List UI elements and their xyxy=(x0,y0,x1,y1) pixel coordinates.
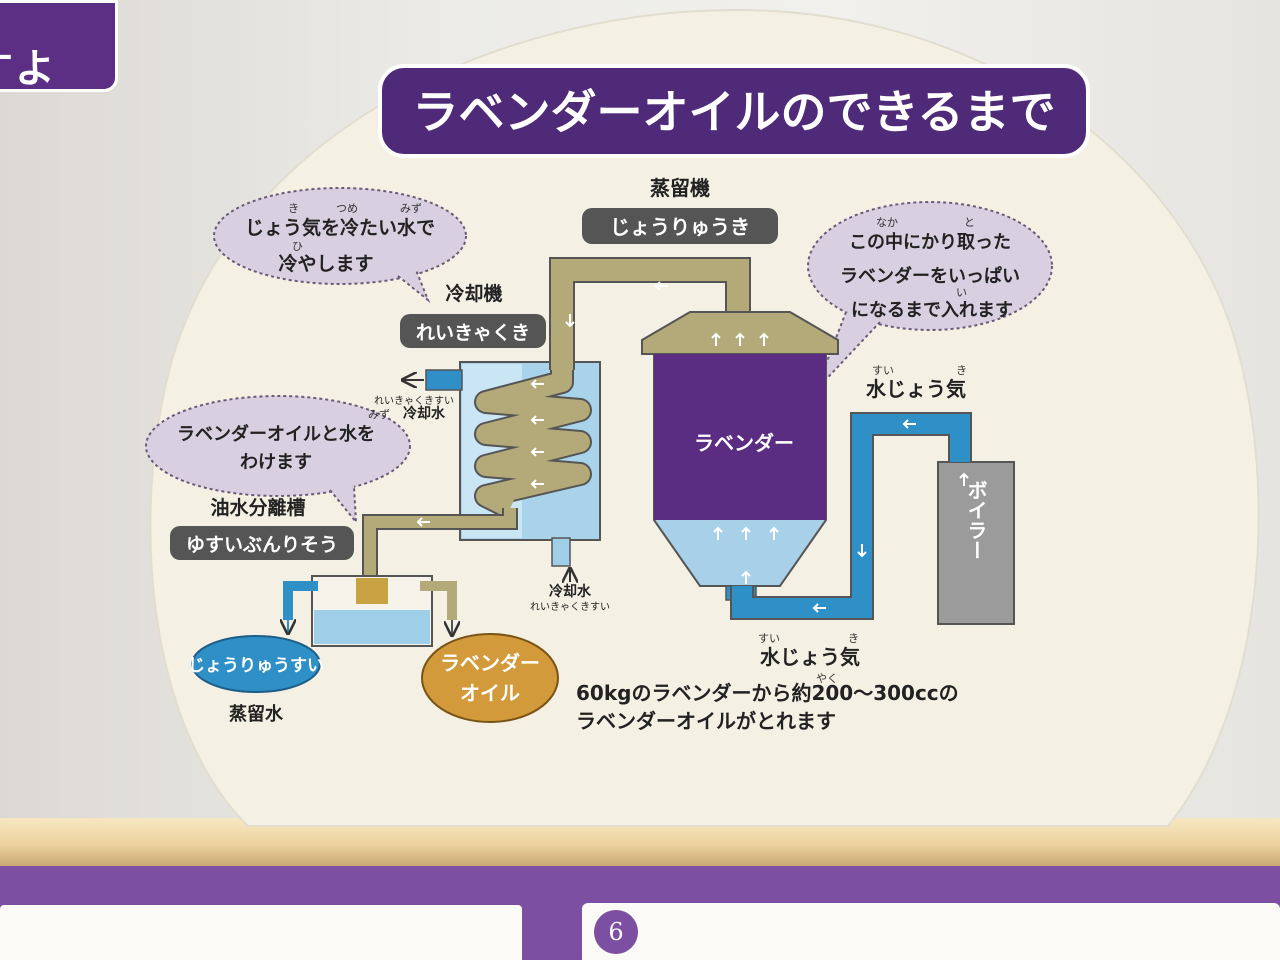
bubble-separate: みず ラベンダーオイルと水を わけます xyxy=(145,395,411,526)
bubble-separate-line1: ラベンダーオイルと水を xyxy=(177,423,375,445)
bubble-fill: なか と この中にかり取った ラベンダーをいっぱい い になるまで入れます xyxy=(807,201,1053,391)
condenser-reading: れいきゃくき xyxy=(416,322,530,344)
coolant-in-reading: れいきゃくきすい xyxy=(530,601,610,613)
still-reading: じょうりゅうき xyxy=(610,215,750,239)
still-reading-pill xyxy=(582,208,778,244)
note-ruby: やく xyxy=(816,672,838,685)
bubble-fill-ruby-2: と xyxy=(964,216,975,229)
steam-top-ruby-2: き xyxy=(956,364,967,377)
bubble-separate-line2: わけます xyxy=(240,452,312,473)
separator-reading-pill xyxy=(170,526,354,560)
oil-outlet-pipe xyxy=(420,581,457,620)
title-banner xyxy=(378,64,1090,158)
lower-panel-right xyxy=(582,903,1280,960)
flow-arrows xyxy=(416,281,969,613)
lavender-oil-line1: ラベンダー xyxy=(440,651,540,675)
separator-kanji-label: 油水分離槽 xyxy=(210,496,305,519)
bubble-separate-ruby-1: みず xyxy=(368,408,390,421)
bubble-cool-ruby-3: みず xyxy=(400,202,422,215)
steam-top-label: 水じょう気 xyxy=(866,377,966,401)
bubble-cool-ruby-1: き xyxy=(288,202,299,215)
bubble-fill-ruby-3: い xyxy=(956,286,967,299)
still-kanji-label: 蒸留機 xyxy=(650,176,710,200)
page-title: ラベンダーオイルのできるまで xyxy=(412,85,1055,139)
coolant-in-label: 冷却水 xyxy=(549,583,592,600)
condenser-kanji-label: 冷却機 xyxy=(445,282,502,305)
note-line1: 60kgのラベンダーから約200～300ccの xyxy=(576,681,959,705)
bubble-cool-line2: 冷やします xyxy=(278,252,373,275)
distilled-water-reading: じょうりゅうすい xyxy=(188,656,324,676)
lavender-oil-line2: オイル xyxy=(460,681,520,705)
boiler-label: ボイラー xyxy=(964,480,988,560)
bubble-fill-line3: になるまで入れます xyxy=(851,300,1013,321)
coolant-out-label: 冷却水 xyxy=(403,405,446,422)
step-number-badge: 6 xyxy=(594,910,638,954)
boiler xyxy=(937,461,1015,625)
bubble-fill-line2: ラベンダーをいっぱい xyxy=(840,265,1020,287)
bubble-cool-line1: じょう気を冷たい水で xyxy=(245,216,435,239)
side-sign: すよ xyxy=(0,0,118,92)
steam-bottom-ruby-2: き xyxy=(848,632,859,645)
coolant-inlet-pipe xyxy=(551,537,571,567)
water-outlet-pipe xyxy=(283,581,318,620)
bubble-cool: き つめ みず じょう気を冷たい水で ひ 冷やします xyxy=(213,187,467,304)
bubble-cool-ruby-4: ひ xyxy=(292,240,303,253)
lower-panel-left xyxy=(0,905,522,960)
separator-reading: ゆすいぶんりそう xyxy=(186,534,338,556)
lavender-oil-badge xyxy=(421,633,559,723)
bubble-fill-line1: この中にかり取った xyxy=(849,231,1011,253)
coolant-out-reading: れいきゃくきすい xyxy=(374,395,454,407)
steam-bottom-label: 水じょう気 xyxy=(760,645,860,669)
steam-top-ruby-1: すい xyxy=(872,364,894,377)
condenser-reading-pill xyxy=(400,314,546,348)
coolant-outlet-pipe xyxy=(425,369,463,391)
side-sign-text: すよ xyxy=(0,46,57,92)
distilled-water-kanji: 蒸留水 xyxy=(229,703,284,725)
steam-bottom-ruby-1: すい xyxy=(758,632,780,645)
still-tank-label: ラベンダー xyxy=(694,431,794,455)
distilled-water-badge xyxy=(191,635,321,693)
bubble-fill-ruby-1: なか xyxy=(876,216,898,229)
note-line2: ラベンダーオイルがとれます xyxy=(576,709,836,733)
bubble-cool-ruby-2: つめ xyxy=(336,202,358,215)
